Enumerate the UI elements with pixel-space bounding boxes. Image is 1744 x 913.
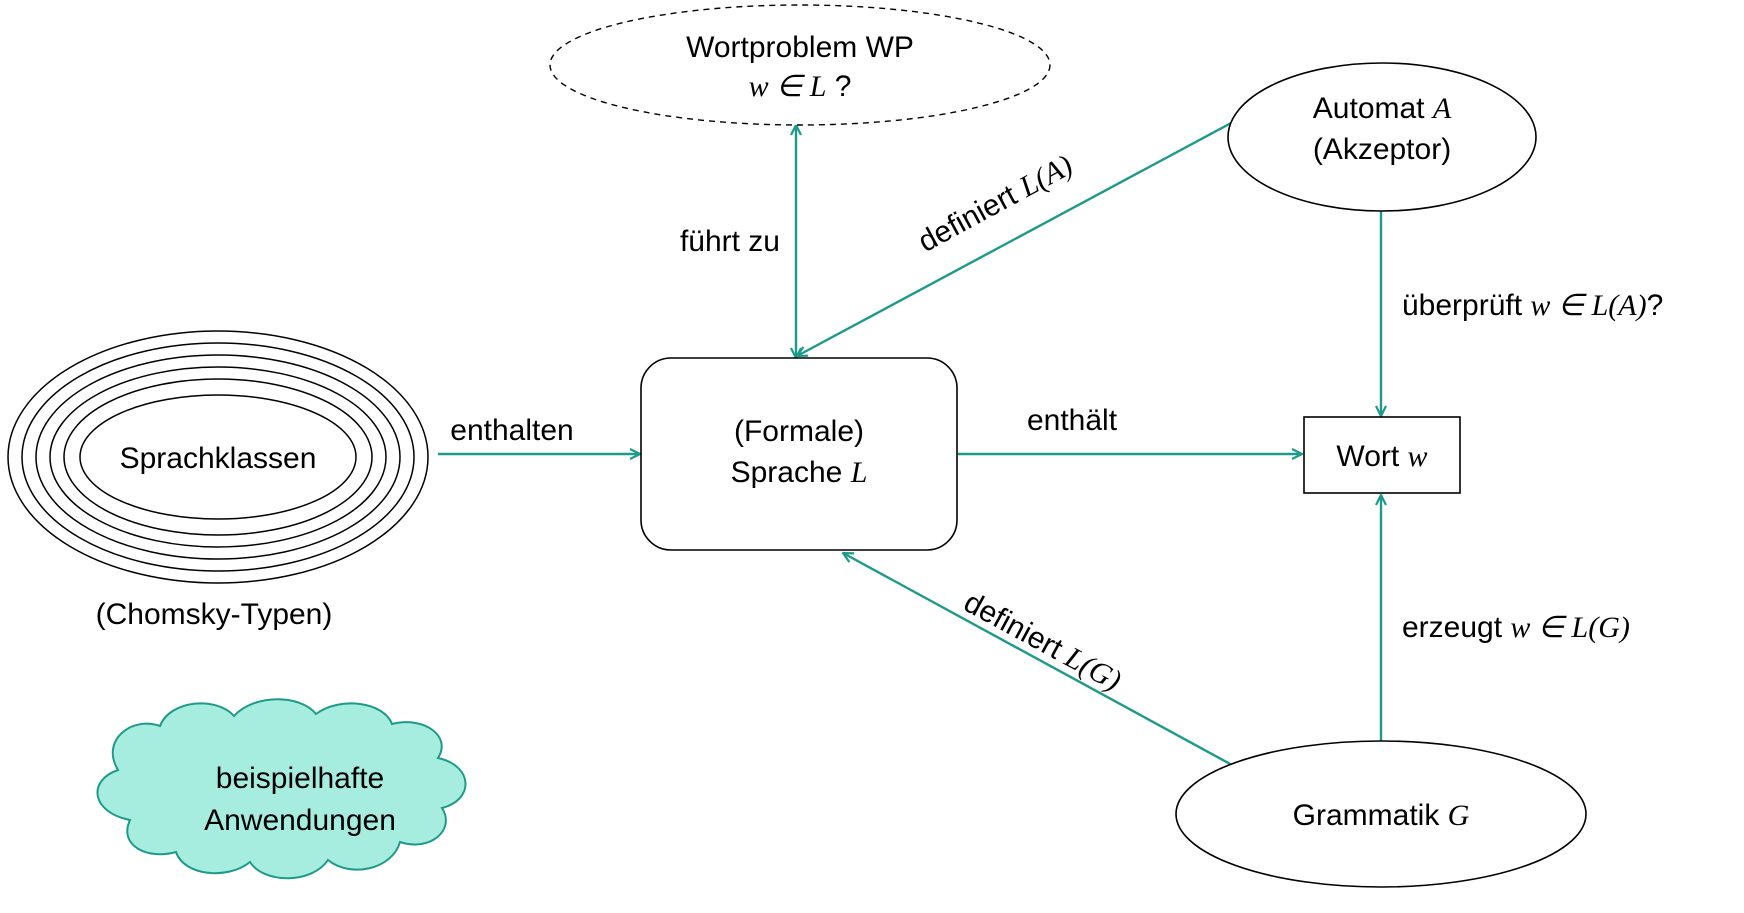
node-wortproblem: Wortproblem WP w ∈ L ?	[549, 4, 1051, 126]
grammatik-label: Grammatik G	[1293, 799, 1470, 832]
label-enthaelt: enthält	[1027, 404, 1118, 437]
node-automat: Automat A (Akzeptor)	[1227, 62, 1537, 212]
label-erzeugt-text: erzeugt	[1402, 611, 1510, 644]
node-sprachklassen: Sprachklassen	[7, 330, 429, 584]
label-fuehrt-zu: führt zu	[680, 225, 780, 258]
cloud-line2: Anwendungen	[204, 804, 396, 837]
sprache-line2-math: L	[850, 456, 868, 489]
cloud-shape	[96, 698, 467, 880]
wortproblem-question-suffix: ?	[826, 70, 851, 103]
wort-label-math: w	[1408, 440, 1428, 473]
cloud-line1: beispielhafte	[216, 762, 384, 795]
automat-title-math: A	[1431, 92, 1452, 125]
grammatik-ellipse	[1175, 740, 1587, 888]
sprache-line2-text: Sprache	[731, 456, 851, 489]
label-ueberprueft: überprüft w ∈ L(A)?	[1402, 289, 1663, 322]
automat-title-text: Automat	[1313, 92, 1433, 125]
wortproblem-ellipse	[549, 4, 1051, 126]
label-erzeugt: erzeugt w ∈ L(G)	[1402, 611, 1630, 644]
label-definiert-la: definiert L(A)	[913, 149, 1078, 259]
label-definiert-lg: definiert L(G)	[958, 586, 1126, 698]
wortproblem-question: w ∈ L ?	[749, 70, 852, 103]
automat-subtitle: (Akzeptor)	[1313, 133, 1451, 166]
node-sprache: (Formale) Sprache L	[640, 357, 958, 551]
sprachklassen-label: Sprachklassen	[120, 442, 317, 475]
label-ueberprueft-text: überprüft	[1402, 289, 1530, 322]
sprache-box	[640, 357, 958, 551]
edges	[438, 120, 1381, 767]
automat-ellipse	[1227, 62, 1537, 212]
wort-label-text: Wort	[1336, 440, 1407, 473]
sprachklassen-ring-3	[35, 354, 401, 560]
wort-box	[1303, 416, 1461, 494]
automat-title: Automat A	[1313, 92, 1452, 125]
chomsky-caption: (Chomsky-Typen)	[96, 598, 333, 631]
label-enthalten: enthalten	[450, 414, 573, 447]
sprachklassen-ring-1	[7, 330, 429, 584]
wortproblem-title: Wortproblem WP	[686, 31, 914, 64]
sprache-line2: Sprache L	[731, 456, 868, 489]
label-definiert-la-text: definiert	[913, 175, 1030, 259]
label-definiert-lg-text: definiert	[958, 586, 1075, 670]
grammatik-label-math: G	[1448, 799, 1470, 832]
sprache-line1: (Formale)	[734, 415, 864, 448]
wort-label: Wort w	[1336, 440, 1427, 473]
edge-definiert-lg	[843, 553, 1233, 767]
node-wort: Wort w	[1303, 416, 1461, 494]
edge-definiert-la	[797, 120, 1234, 356]
node-grammatik: Grammatik G	[1175, 740, 1587, 888]
sprachklassen-ring-5	[63, 378, 373, 536]
sprachklassen-ring-6	[79, 394, 357, 520]
label-ueberprueft-math: w ∈ L(A)	[1530, 289, 1646, 322]
wortproblem-question-math: w ∈ L	[749, 70, 827, 103]
label-erzeugt-math: w ∈ L(G)	[1510, 611, 1629, 644]
sprachklassen-ring-2	[21, 342, 415, 572]
sprachklassen-ring-4	[49, 366, 387, 548]
cloud-anwendungen: beispielhafte Anwendungen	[96, 698, 467, 880]
grammatik-label-text: Grammatik	[1293, 799, 1448, 832]
label-ueberprueft-suffix: ?	[1647, 289, 1664, 322]
